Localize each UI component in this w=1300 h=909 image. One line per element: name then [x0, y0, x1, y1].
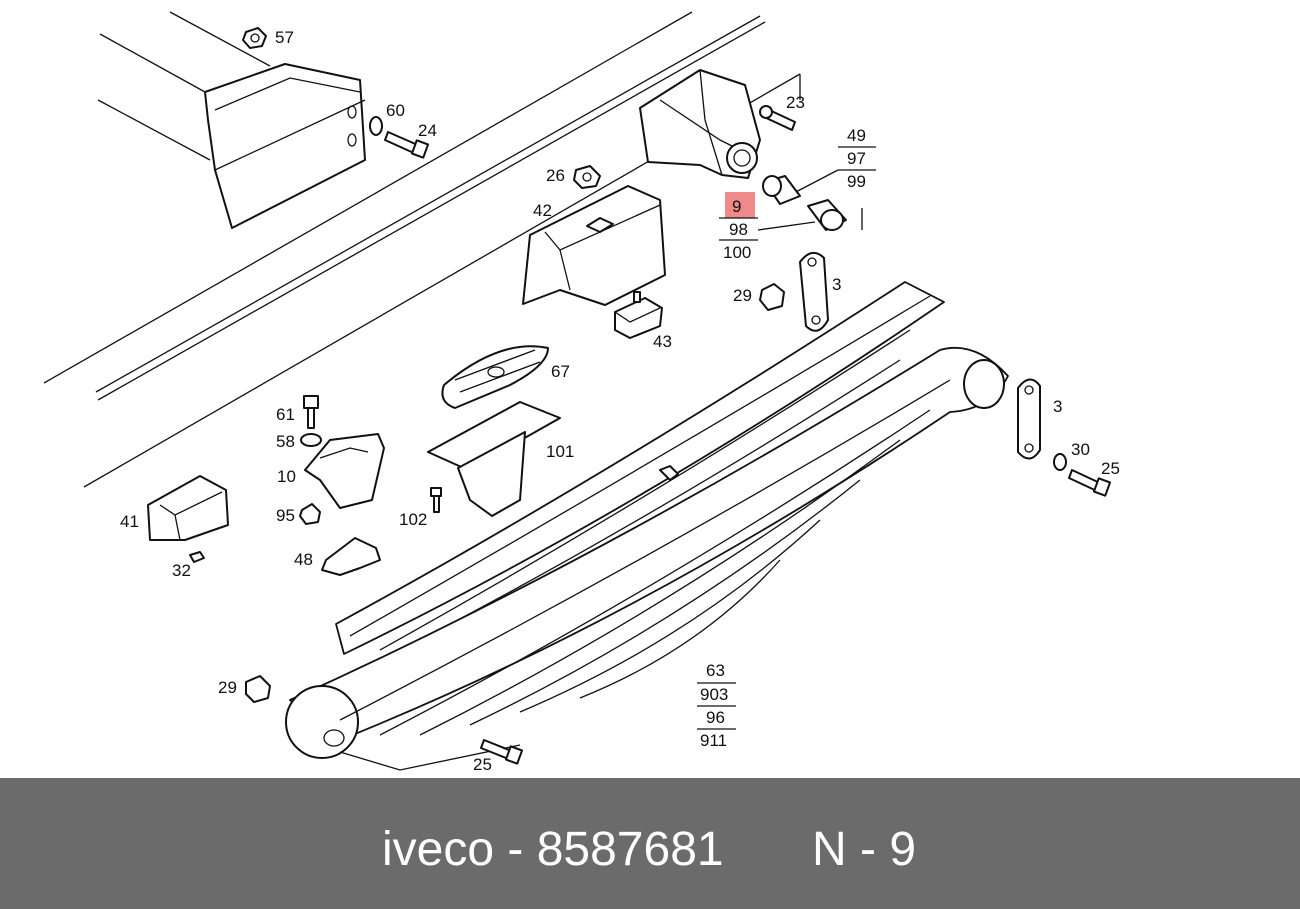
nut-29-upper: [759, 283, 785, 311]
label-57: 57: [275, 28, 294, 47]
crossmember: [204, 63, 366, 229]
label-49: 49: [847, 126, 866, 145]
label-60: 60: [386, 101, 405, 120]
caption-position-number: N - 9: [812, 823, 917, 876]
bump-stop-43: [614, 291, 663, 339]
bolt-25-right: [1068, 469, 1112, 497]
label-61: 61: [276, 405, 295, 424]
nut-57: [242, 27, 267, 49]
label-903: 903: [700, 685, 728, 704]
label-30: 30: [1071, 440, 1090, 459]
bushing-98: [807, 199, 847, 231]
label-9: 9: [732, 197, 741, 216]
label-29-upper: 29: [733, 286, 752, 305]
label-911: 911: [700, 731, 727, 750]
spring-saddle-101: [427, 401, 561, 517]
highlight-item-9: [725, 192, 755, 218]
label-101: 101: [546, 442, 574, 461]
caption-bar: [0, 778, 1300, 909]
frame-rail: [43, 11, 801, 488]
label-26: 26: [546, 166, 565, 185]
bolt-25-lower: [480, 739, 524, 765]
label-25-right: 25: [1101, 459, 1120, 478]
washer-58: [300, 433, 322, 447]
shackle-plate-upper: [799, 251, 829, 332]
part-labels: 57 60 24 23 49 97 99 26 42 9 98 100 29 3…: [120, 28, 1120, 774]
label-96: 96: [706, 708, 725, 727]
label-23: 23: [786, 93, 805, 112]
bracket-10: [304, 433, 385, 509]
leaf-spring-pack-lower: [285, 346, 1009, 771]
label-58: 58: [276, 432, 295, 451]
label-95: 95: [276, 506, 295, 525]
label-3-upper: 3: [832, 275, 841, 294]
nut-29-lower: [245, 675, 271, 703]
bolt-23: [759, 105, 796, 131]
spring-hanger-bracket: [639, 69, 761, 179]
nut-26: [573, 165, 601, 189]
label-32: 32: [172, 561, 191, 580]
washer-30: [1053, 453, 1067, 471]
label-43: 43: [653, 332, 672, 351]
bolt-32: [189, 551, 205, 563]
label-25-lower: 25: [473, 755, 492, 774]
clip-48: [321, 537, 381, 576]
washer-60: [369, 116, 383, 136]
label-63: 63: [706, 661, 725, 680]
parts-diagram: 57 60 24 23 49 97 99 26 42 9 98 100 29 3…: [43, 11, 1120, 774]
label-99: 99: [847, 172, 866, 191]
label-102: 102: [399, 510, 427, 529]
label-48: 48: [294, 550, 313, 569]
bushing-9: [762, 175, 801, 205]
label-42: 42: [533, 201, 552, 220]
bolt-24: [384, 131, 430, 159]
label-24: 24: [418, 121, 437, 140]
bracket-41: [147, 475, 229, 541]
label-10: 10: [277, 467, 296, 486]
label-41: 41: [120, 512, 139, 531]
label-100: 100: [723, 243, 751, 262]
bolt-102: [430, 487, 442, 513]
exploded-view-drawing: 57 60 24 23 49 97 99 26 42 9 98 100 29 3…: [43, 11, 1120, 774]
fraction-bars: [697, 146, 876, 730]
label-67: 67: [551, 362, 570, 381]
label-98: 98: [729, 220, 748, 239]
bracket-42: [522, 185, 666, 306]
bolt-61: [303, 395, 319, 429]
caption-brand-part-number: iveco - 8587681: [382, 823, 724, 876]
leader-lines: [757, 74, 863, 231]
label-29-lower: 29: [218, 678, 237, 697]
spring-pad-67: [441, 345, 549, 409]
label-97: 97: [847, 149, 866, 168]
nut-95: [299, 503, 321, 525]
label-3-lower: 3: [1053, 397, 1062, 416]
shackle-plate-lower: [1017, 378, 1041, 460]
